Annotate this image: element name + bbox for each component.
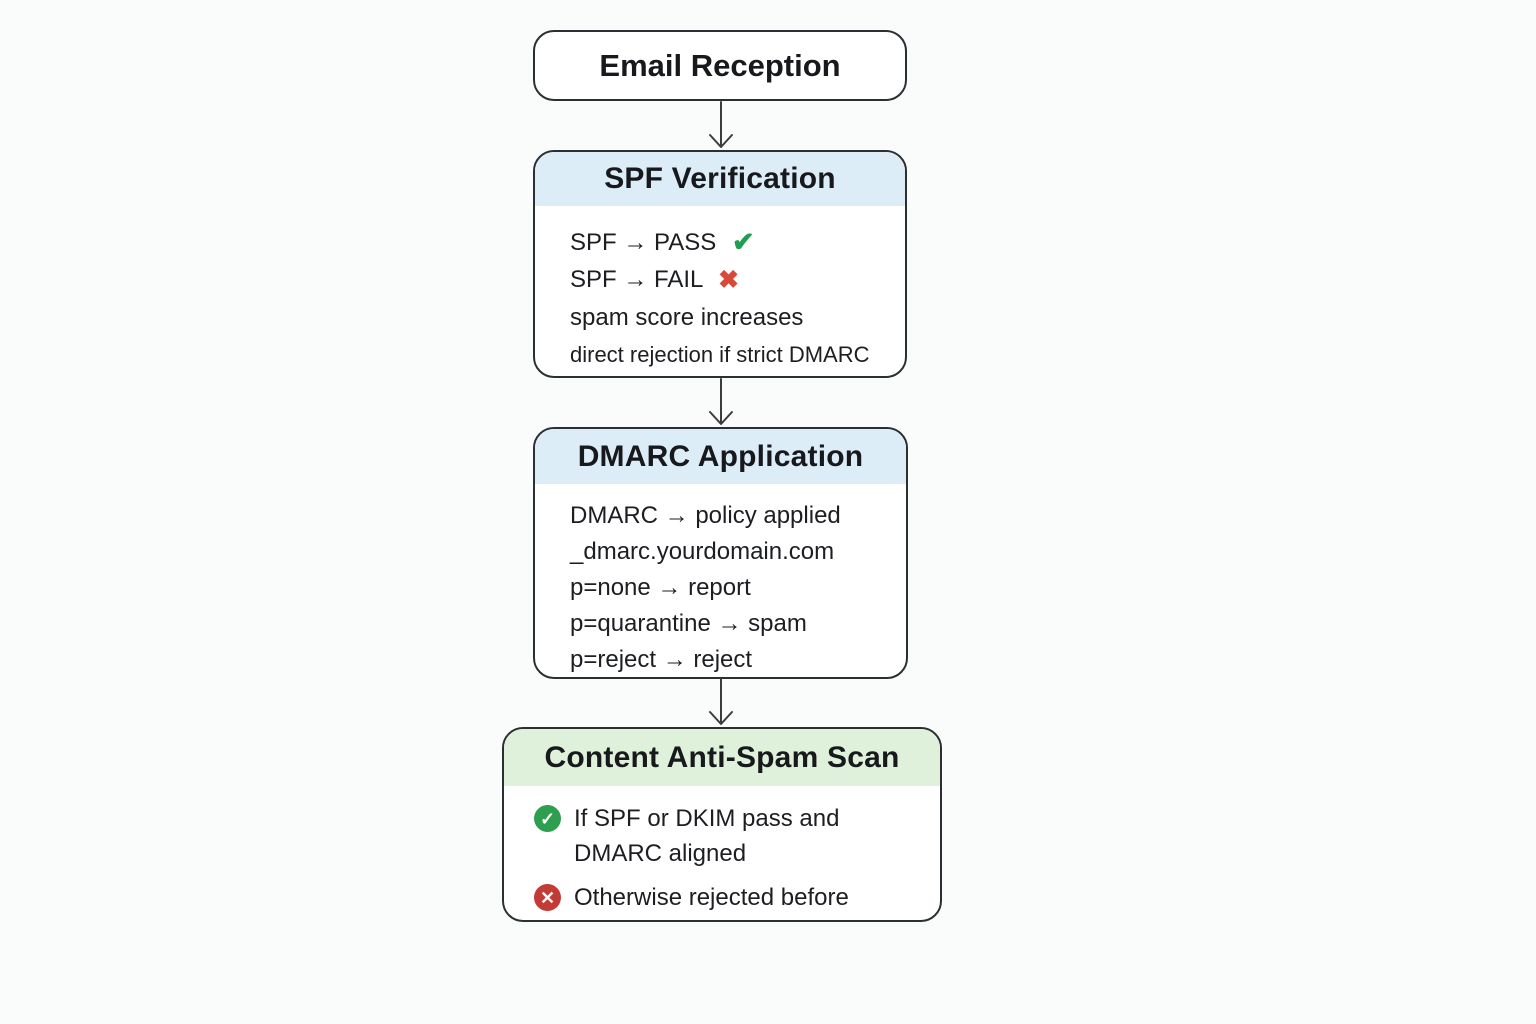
scan-reject-text: Otherwise rejected before reading bbox=[574, 884, 849, 920]
spf-fail-text: SPF → FAIL bbox=[570, 266, 703, 293]
policy-reject-line: p=reject → reject bbox=[570, 646, 753, 673]
email-reception-node: Email Reception bbox=[533, 30, 907, 101]
content-scan-body: ✓ If SPF or DKIM pass and DMARC aligned … bbox=[504, 786, 940, 920]
cross-icon: ✖ bbox=[718, 266, 740, 294]
spf-pass-text: SPF → PASS bbox=[570, 229, 717, 256]
down-arrow-icon bbox=[709, 378, 733, 425]
content-scan-node: Content Anti-Spam Scan ✓ If SPF or DKIM … bbox=[502, 727, 942, 922]
dmarc-application-header: DMARC Application bbox=[535, 429, 906, 484]
flow-arrow-1 bbox=[705, 101, 737, 151]
direct-rejection-line: direct rejection if strict DMARC bbox=[570, 342, 870, 367]
content-scan-title: Content Anti-Spam Scan bbox=[544, 740, 900, 774]
dmarc-application-body: DMARC → policy applied _dmarc.yourdomain… bbox=[535, 484, 906, 677]
policy-none-line: p=none → report bbox=[570, 574, 751, 601]
flow-arrow-2 bbox=[705, 378, 737, 428]
spf-verification-header: SPF Verification bbox=[535, 152, 905, 206]
dmarc-domain-line: _dmarc.yourdomain.com bbox=[570, 538, 835, 565]
check-icon: ✔ bbox=[731, 227, 755, 257]
policy-quarantine-line: p=quarantine → spam bbox=[570, 610, 807, 637]
cross-circle-icon: ✕ bbox=[534, 884, 561, 911]
down-arrow-icon bbox=[709, 101, 733, 148]
spf-verification-title: SPF Verification bbox=[604, 162, 836, 195]
email-reception-title: Email Reception bbox=[599, 47, 841, 83]
spf-verification-node: SPF Verification SPF → PASS ✔ SPF → FAIL… bbox=[533, 150, 907, 378]
flow-arrow-3 bbox=[705, 678, 737, 728]
scan-pass-item: ✓ If SPF or DKIM pass and DMARC aligned bbox=[534, 801, 916, 871]
scan-reject-item: ✕ Otherwise rejected before reading bbox=[534, 880, 916, 920]
content-scan-header: Content Anti-Spam Scan bbox=[504, 729, 940, 786]
down-arrow-icon bbox=[709, 678, 733, 725]
spf-pass-line: SPF → PASS ✔ bbox=[570, 224, 885, 261]
dmarc-application-title: DMARC Application bbox=[577, 439, 864, 473]
check-circle-icon: ✓ bbox=[534, 805, 561, 832]
spam-score-line: spam score increases bbox=[570, 304, 804, 331]
spf-fail-line: SPF → FAIL ✖ bbox=[570, 261, 885, 299]
dmarc-policy-line: DMARC → policy applied bbox=[570, 502, 841, 529]
dmarc-application-node: DMARC Application DMARC → policy applied… bbox=[533, 427, 908, 679]
scan-pass-text: If SPF or DKIM pass and DMARC aligned bbox=[574, 805, 840, 867]
spf-verification-body: SPF → PASS ✔ SPF → FAIL ✖ spam score inc… bbox=[535, 206, 905, 373]
